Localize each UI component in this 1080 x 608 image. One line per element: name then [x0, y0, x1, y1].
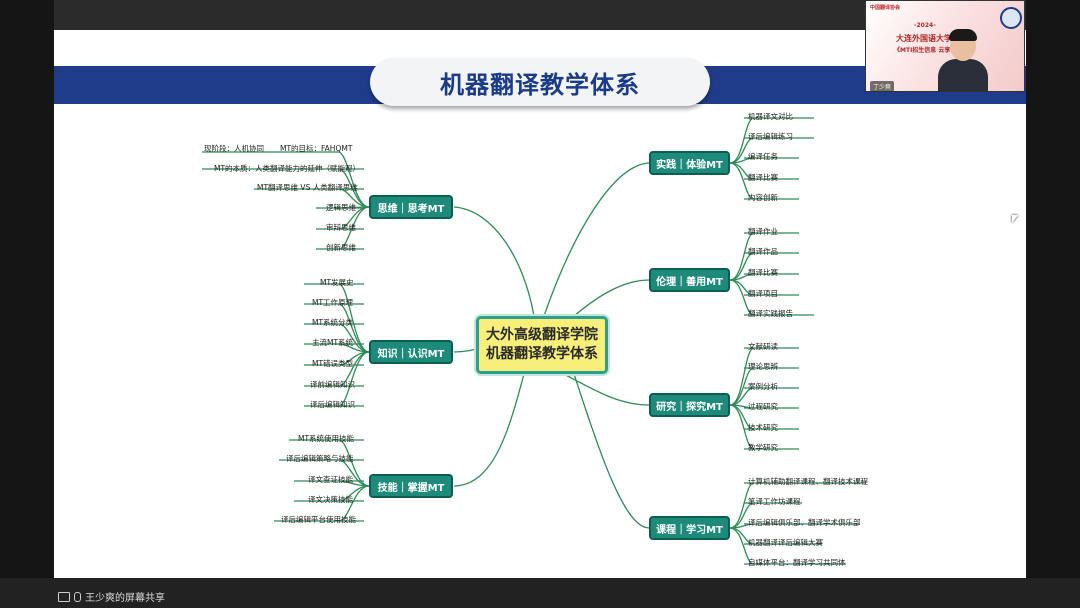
- leaf-knowledge-2: MT工作原理: [312, 298, 354, 307]
- leaf-ethics-1: 翻译作业: [748, 227, 778, 236]
- central-topic-line2: 机器翻译教学体系: [486, 346, 598, 362]
- central-topic-line1: 大外高级翻译学院: [486, 327, 598, 343]
- right-letterbox: [1026, 0, 1080, 608]
- top-bar: [54, 0, 1026, 30]
- leaf-ethics-5: 翻译实践报告: [748, 309, 793, 318]
- bottom-status-bar: [0, 578, 1080, 608]
- leaf-research-2: 理论思辨: [748, 362, 778, 371]
- branch-practice: 实践｜体验MT: [649, 151, 730, 175]
- connector-skill: [453, 373, 525, 487]
- left-letterbox: [0, 0, 54, 608]
- branch-skill: 技能｜掌握MT: [369, 474, 453, 498]
- event-logo-text: 中国翻译协会: [870, 5, 901, 11]
- leaf-knowledge-5: MT错误类型: [312, 359, 354, 368]
- connector-practice: [543, 162, 650, 317]
- mindmap-connectors: [202, 117, 866, 565]
- leaf-knowledge-1: MT发展史: [320, 278, 354, 287]
- shared-slide: 机器翻译教学体系: [54, 30, 1026, 578]
- screen-share-label: 王少爽的屏幕共享: [85, 593, 165, 604]
- leaf-course-4: 机器翻译译后编辑大赛: [748, 538, 823, 547]
- connector-thinking: [453, 206, 535, 317]
- branch-thinking: 思维｜思考MT: [369, 195, 453, 219]
- leaf-ethics-4: 翻译项目: [748, 289, 778, 298]
- branch-course: 课程｜学习MT: [649, 516, 730, 540]
- leaf-knowledge-4: 主流MT系统: [312, 338, 354, 347]
- leaf-skill-5: 译后编辑平台使用技能: [281, 515, 356, 524]
- leaf-thinking-5: 创新思维: [326, 243, 356, 252]
- leaf-skill-4: 译文决策技能: [308, 495, 353, 504]
- connector-ethics: [573, 279, 650, 317]
- leaf-knowledge-6: 译前编辑知识: [310, 380, 355, 389]
- speaker-avatar: [938, 29, 988, 91]
- leaf-practice-5: 内容创新: [748, 193, 778, 202]
- connector-course: [573, 373, 650, 529]
- leaf-course-1: 计算机辅助翻译课程、翻译技术课程: [748, 477, 868, 486]
- leaf-practice-2: 译后编辑练习: [748, 132, 793, 141]
- leaf-course-5: 自媒体平台：翻译学习共同体: [748, 558, 846, 567]
- leaf-research-3: 案例分析: [748, 382, 778, 391]
- slide-title-box: 机器翻译教学体系: [370, 58, 710, 106]
- speaker-name: 丁少爽: [870, 81, 895, 91]
- leaf-thinking-goal: MT的目标：FAHQMT: [280, 144, 353, 153]
- central-topic: 大外高级翻译学院 机器翻译教学体系: [476, 316, 608, 374]
- event-year: -2024-: [914, 22, 936, 29]
- leaf-thinking-stage: 现阶段：人机协同: [204, 144, 264, 153]
- leaf-thinking-2: MT翻译思维 VS 人类翻译思维: [257, 183, 358, 192]
- speaker-video[interactable]: 中国翻译协会 -2024- 大连外国语大学 《MTI招生信息 云享会》 丁少爽: [865, 0, 1025, 92]
- branch-knowledge: 知识｜认识MT: [369, 340, 453, 364]
- leaf-skill-1: MT系统使用技能: [298, 434, 355, 443]
- leaf-knowledge-3: MT系统分类: [312, 318, 354, 327]
- university-seal-icon: [1000, 7, 1022, 29]
- screen-icon: [58, 591, 70, 602]
- leaf-thinking-4: 审辩思维: [326, 223, 356, 232]
- slide-title: 机器翻译教学体系: [440, 70, 640, 99]
- event-university: 大连外国语大学: [896, 34, 952, 43]
- leaf-course-3: 译后编辑俱乐部、翻译学术俱乐部: [748, 518, 861, 527]
- leaf-research-6: 教学研究: [748, 443, 778, 452]
- leaf-research-4: 过程研究: [748, 402, 778, 411]
- leaf-research-5: 技术研究: [748, 423, 778, 432]
- leaf-knowledge-7: 译后编辑知识: [310, 400, 355, 409]
- leaf-thinking-3: 逻辑思维: [326, 203, 356, 212]
- leaf-course-2: 笔译工作坊课程: [748, 497, 801, 506]
- branch-research: 研究｜探究MT: [649, 393, 730, 417]
- leaf-research-1: 文献研读: [748, 342, 778, 351]
- branch-ethics: 伦理｜善用MT: [649, 268, 730, 292]
- leaf-ethics-2: 翻译作品: [748, 247, 778, 256]
- leaf-thinking-1: MT的本质：人类翻译能力的延伸（赋能观）: [214, 164, 361, 173]
- leaf-skill-3: 译文查证技能: [308, 475, 353, 484]
- leaf-ethics-3: 翻译比赛: [748, 268, 778, 277]
- event-title: 《MTI招生信息 云享会》: [894, 47, 963, 54]
- leaf-practice-1: 机器译文对比: [748, 112, 793, 121]
- mouse-cursor-icon: [1012, 215, 1018, 223]
- leaf-practice-4: 翻译比赛: [748, 173, 778, 182]
- leaf-practice-3: 编译任务: [748, 152, 778, 161]
- connector-research: [563, 373, 650, 406]
- microphone-icon: [74, 591, 81, 602]
- screen-share-indicator[interactable]: 王少爽的屏幕共享: [58, 589, 165, 604]
- leaf-skill-2: 译后编辑策略与技能: [286, 454, 354, 463]
